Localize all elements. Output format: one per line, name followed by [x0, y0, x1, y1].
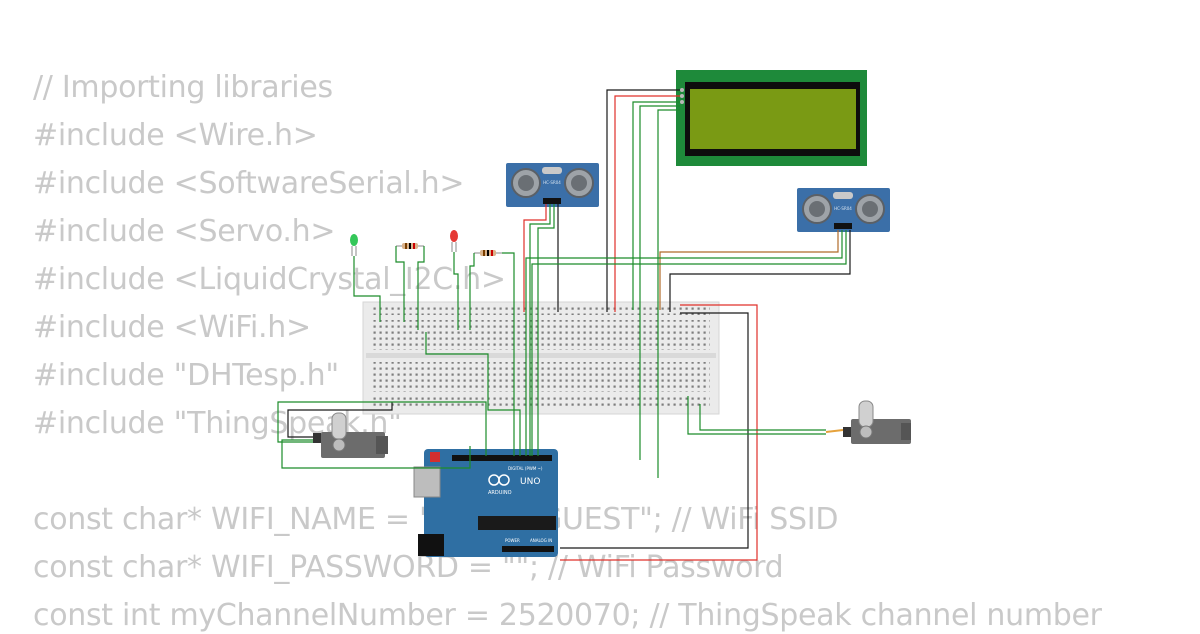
led-red — [450, 230, 458, 252]
ultrasonic-sensor-2: HC-SR04 — [797, 188, 890, 232]
led-green — [350, 234, 358, 256]
breadboard — [362, 301, 720, 415]
code-line-12: const int myChannelNumber = 2520070; // … — [33, 598, 1102, 633]
sensor-2-label: HC-SR04 — [834, 206, 852, 211]
resistor-2 — [474, 250, 502, 256]
code-line-6: #include <WiFi.h> — [33, 310, 311, 345]
servo-left — [313, 412, 388, 458]
lcd-display — [676, 70, 867, 166]
code-line-3: #include <SoftwareSerial.h> — [33, 166, 465, 201]
board-model-text: UNO — [520, 477, 540, 487]
digital-header-label: DIGITAL (PWM ~) — [508, 466, 543, 471]
code-line-7: #include "DHTesp.h" — [33, 358, 339, 393]
wires — [277, 89, 851, 561]
power-header-label: POWER — [505, 538, 520, 543]
code-line-4: #include <Servo.h> — [33, 214, 336, 249]
sensor-1-label: HC-SR04 — [543, 180, 561, 185]
servo-right — [825, 400, 911, 444]
arduino-uno-board: UNO ARDUINO DIGITAL (PWM ~) POWER ANALOG… — [413, 449, 558, 557]
code-line-2: #include <Wire.h> — [33, 118, 318, 153]
resistor-1 — [396, 243, 424, 249]
analog-header-label: ANALOG IN — [530, 538, 552, 543]
board-brand-text: ARDUINO — [488, 490, 512, 496]
code-line-1: // Importing libraries — [33, 70, 333, 105]
code-line-5: #include <LiquidCrystal_I2C.h> — [33, 262, 506, 297]
ultrasonic-sensor-1: HC-SR04 — [506, 163, 599, 207]
